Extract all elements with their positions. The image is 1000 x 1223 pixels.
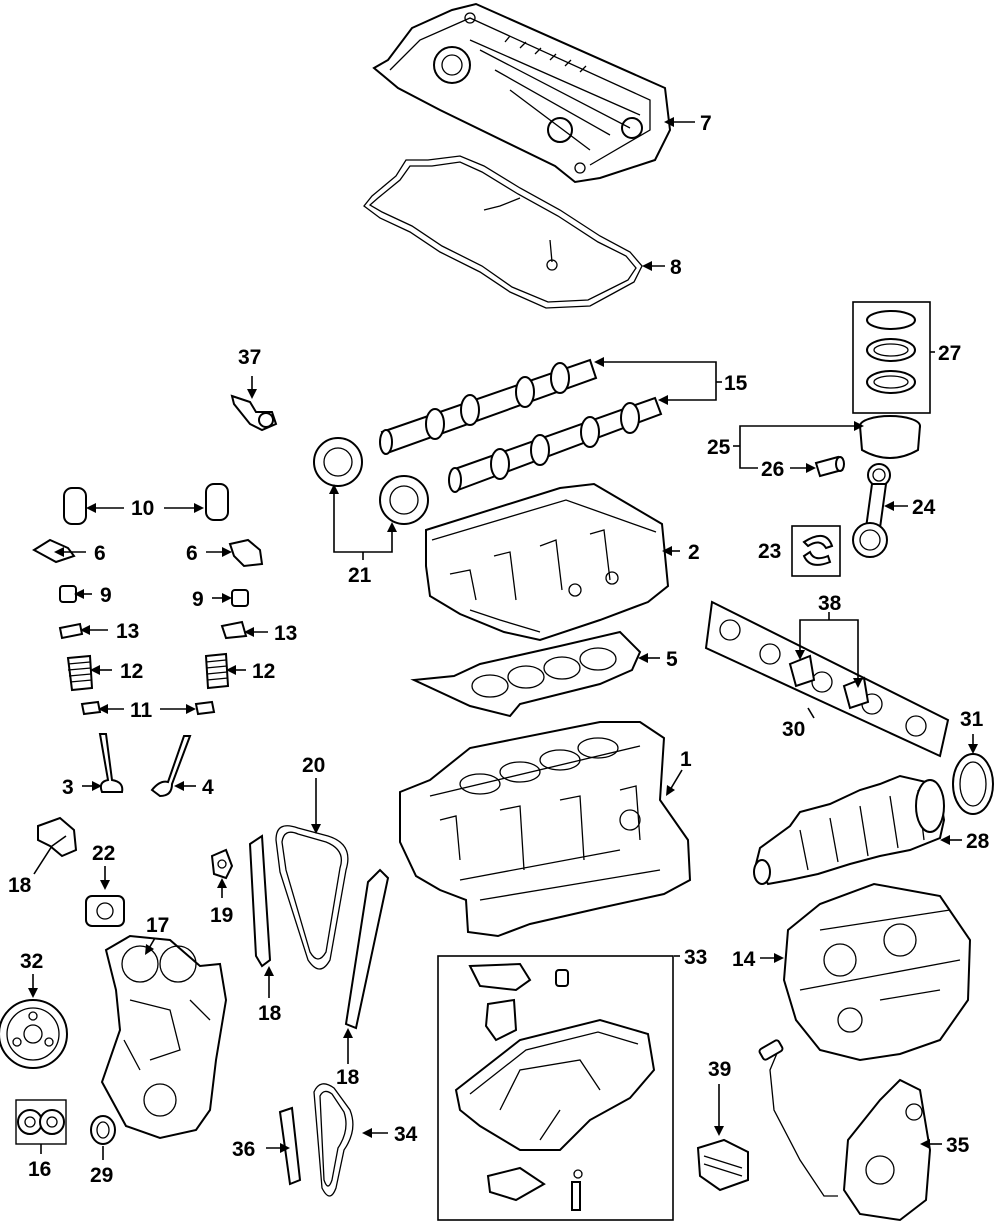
callout-12-left: 12 [120, 660, 143, 683]
callout-37: 37 [238, 346, 261, 369]
balance-shaft-drawing [782, 882, 972, 1062]
callout-6-right: 6 [186, 542, 198, 565]
oil-cooler-drawing [696, 1138, 749, 1192]
sprockets-drawing [15, 1099, 67, 1145]
callout-18-arm: 18 [258, 1002, 282, 1025]
callout-39: 39 [708, 1058, 731, 1081]
cover-gasket-drawing [363, 155, 643, 309]
balance-chain-drawing [278, 1083, 354, 1197]
callout-30: 30 [782, 718, 805, 741]
callout-33: 33 [684, 946, 707, 969]
camshafts-drawing [379, 358, 663, 493]
cylinder-head-cover-drawing [372, 2, 672, 184]
callout-6-left: 6 [94, 542, 106, 565]
callout-19: 19 [210, 904, 233, 927]
callout-35: 35 [946, 1134, 970, 1157]
bracket-drawing [37, 816, 78, 858]
rear-main-seal-drawing [952, 753, 994, 815]
callout-29: 29 [90, 1164, 113, 1187]
callout-22: 22 [92, 842, 115, 865]
piston-drawing [814, 415, 921, 478]
callout-24: 24 [912, 496, 936, 519]
leader-lines [28, 117, 978, 1160]
callout-labels: 7 8 27 15 37 25 26 10 24 6 6 2 23 9 9 21… [8, 112, 990, 1187]
callout-34: 34 [394, 1123, 418, 1146]
callout-28: 28 [966, 830, 990, 853]
timing-cover-drawing [100, 934, 228, 1140]
crankshaft-drawing [753, 774, 946, 886]
front-seal-drawing [90, 1115, 116, 1145]
callout-11: 11 [130, 699, 153, 722]
callout-14: 14 [732, 948, 756, 971]
callout-26: 26 [761, 458, 784, 481]
cylinder-head-drawing [425, 482, 670, 642]
valvetrain-left-drawing [32, 487, 124, 793]
callout-5: 5 [666, 648, 678, 671]
chain-tensioner-drawing [210, 848, 234, 880]
callout-20: 20 [302, 754, 325, 777]
callout-4: 4 [202, 776, 214, 799]
main-bearings-drawing [704, 600, 950, 758]
callout-25: 25 [707, 436, 731, 459]
callout-12-right: 12 [252, 660, 275, 683]
callout-15: 15 [724, 372, 748, 395]
engine-block-drawing [399, 721, 692, 938]
timing-chain-drawing [275, 825, 349, 970]
vvt-solenoid-drawing [230, 394, 278, 432]
callout-10: 10 [131, 497, 154, 520]
callout-9-left: 9 [100, 584, 112, 607]
callout-7: 7 [700, 112, 712, 135]
callout-1: 1 [680, 748, 692, 771]
crank-pulley-drawing [0, 999, 68, 1069]
callout-13-left: 13 [116, 620, 139, 643]
callout-18-guide: 18 [336, 1066, 360, 1089]
callout-13-right: 13 [274, 622, 297, 645]
callout-31: 31 [960, 708, 984, 731]
callout-8: 8 [670, 256, 682, 279]
rod-bearing-drawing [791, 525, 841, 577]
callout-9-right: 9 [192, 588, 204, 611]
chain-guides-drawing [248, 834, 390, 1030]
tensioner-drawing [85, 895, 125, 927]
valvetrain-right-drawing [150, 483, 264, 798]
head-gasket-drawing [410, 630, 642, 718]
connecting-rod-drawing [852, 463, 891, 558]
callout-18-bracket: 18 [8, 874, 32, 897]
callout-3: 3 [62, 776, 74, 799]
oil-pump-drawing [758, 1039, 932, 1222]
callout-38: 38 [818, 592, 842, 615]
cam-phasers-drawing [313, 437, 429, 525]
callout-16: 16 [28, 1158, 51, 1181]
oil-pan-drawing [437, 955, 674, 1221]
callout-21: 21 [348, 564, 372, 587]
callout-27: 27 [938, 342, 961, 365]
callout-32: 32 [20, 950, 43, 973]
callout-2: 2 [688, 541, 700, 564]
callout-23: 23 [758, 540, 781, 563]
callout-17: 17 [146, 914, 169, 937]
piston-rings-drawing [852, 301, 931, 414]
callout-36: 36 [232, 1138, 255, 1161]
